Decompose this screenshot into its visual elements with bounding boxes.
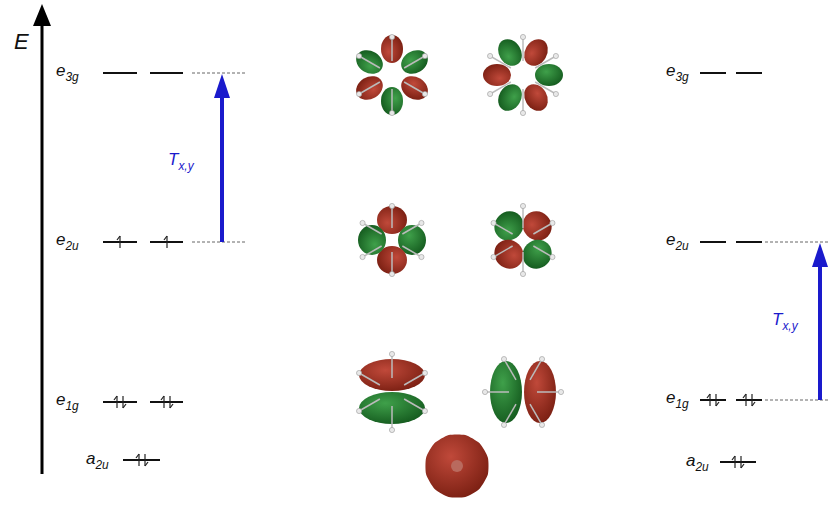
ring-framework — [491, 203, 555, 276]
energy-level — [736, 399, 762, 401]
electron-arrow — [123, 396, 126, 408]
symmetry-label: e1g — [666, 388, 689, 409]
energy-axis — [41, 22, 44, 474]
energy-level — [103, 72, 137, 74]
orbital-lobe — [519, 35, 552, 70]
energy-level — [123, 459, 160, 461]
orbital-lobe — [381, 87, 403, 115]
energy-level — [700, 72, 726, 74]
electron-arrow — [145, 454, 148, 466]
symmetry-label: a2u — [686, 451, 709, 472]
orbital-lobe — [352, 45, 387, 78]
transition-label: Tx,y — [772, 310, 798, 331]
electron-arrow — [732, 456, 735, 468]
axis-arrowhead — [33, 4, 51, 26]
electron-arrow — [170, 396, 173, 408]
orbital-lobe — [397, 45, 432, 78]
transition-label: Tx,y — [168, 150, 194, 171]
orbital-lobe — [381, 35, 403, 63]
energy-level — [150, 401, 183, 403]
orbital-lobe — [493, 35, 526, 70]
orbital-lobe — [352, 71, 387, 104]
symmetry-label: a2u — [86, 449, 109, 470]
transition-arrow — [812, 243, 828, 400]
dashed-level — [765, 242, 829, 243]
orbital-lobe — [535, 64, 563, 86]
dashed-level — [192, 73, 246, 74]
electron-arrow — [117, 236, 120, 248]
ring-framework — [487, 34, 558, 115]
energy-level — [736, 241, 762, 243]
ring-framework — [482, 356, 563, 427]
symmetry-label: e2u — [666, 230, 689, 251]
energy-level — [736, 72, 762, 74]
electron-arrow — [707, 394, 710, 406]
electron-arrow — [743, 394, 746, 406]
energy-level — [700, 399, 726, 401]
energy-level — [103, 401, 137, 403]
orbital-lobe — [425, 434, 488, 497]
ring-center — [451, 460, 463, 472]
transition-arrow — [214, 74, 230, 242]
energy-level — [700, 241, 726, 243]
orbital-lobe — [519, 80, 552, 115]
orbital-lobe — [488, 234, 529, 275]
orbital-pictures — [352, 34, 564, 497]
electron-arrow — [161, 396, 164, 408]
orbital-lobe — [517, 234, 558, 275]
symmetry-label: e2u — [56, 230, 79, 251]
electron-arrow — [136, 454, 139, 466]
dashed-level — [192, 242, 246, 243]
ring-framework — [356, 351, 427, 432]
electron-arrow — [741, 456, 744, 468]
axis-label: E — [14, 30, 29, 54]
electron-arrow — [716, 394, 719, 406]
orbital-lobe — [358, 225, 386, 255]
symmetry-label: e1g — [56, 390, 79, 411]
electron-arrow — [164, 236, 167, 248]
ring-framework — [360, 203, 424, 276]
electron-arrow — [114, 396, 117, 408]
level-diagram — [33, 4, 829, 474]
ring-framework — [356, 34, 427, 115]
energy-level — [150, 72, 183, 74]
orbital-lobe — [483, 64, 511, 86]
energy-level — [720, 461, 756, 463]
symmetry-label: e3g — [666, 61, 689, 82]
electron-arrow — [752, 394, 755, 406]
symmetry-label: e3g — [56, 61, 79, 82]
